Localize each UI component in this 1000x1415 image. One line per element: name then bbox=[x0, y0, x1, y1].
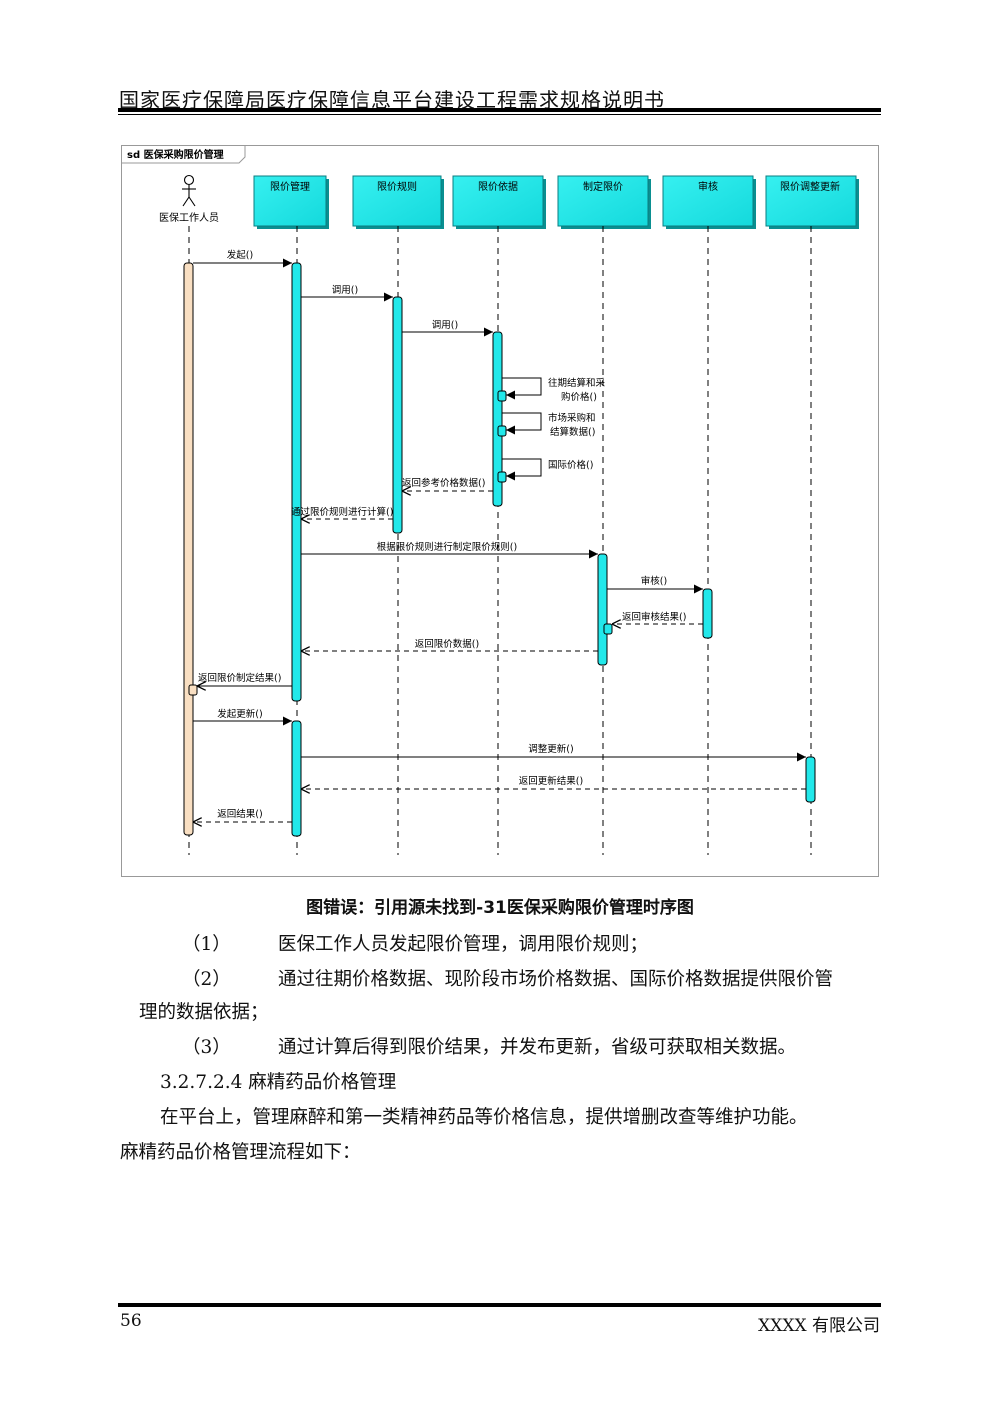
activation-limit-mgmt-2 bbox=[291, 720, 302, 837]
activation-limit-mgmt-1 bbox=[291, 262, 302, 702]
lifeline-box-limit-update: 限价调整更新 bbox=[765, 175, 859, 229]
svg-text:购价格(): 购价格() bbox=[561, 391, 597, 403]
self-activation bbox=[497, 390, 507, 402]
list-text: 通过计算后得到限价结果，并发布更新，省级可获取相关数据。 bbox=[278, 1037, 797, 1058]
self-activation bbox=[497, 471, 507, 483]
footer-company: XXXX 有限公司 bbox=[758, 1316, 880, 1336]
list-number: （3） bbox=[182, 1037, 231, 1058]
lifeline-box-set-limit: 制定限价 bbox=[557, 175, 651, 229]
svg-text:调整更新(): 调整更新() bbox=[528, 743, 573, 755]
activation-set-limit bbox=[597, 553, 608, 666]
svg-text:返回参考价格数据(): 返回参考价格数据() bbox=[402, 477, 485, 489]
message-call-rule: 调用() bbox=[301, 285, 393, 302]
lifeline-label: 限价管理 bbox=[270, 180, 310, 193]
svg-text:通过限价规则进行计算(): 通过限价规则进行计算() bbox=[291, 506, 393, 518]
diagram-frame bbox=[121, 145, 879, 877]
message-initiate-update: 发起更新() bbox=[193, 708, 292, 726]
svg-text:往期结算和采: 往期结算和采 bbox=[548, 377, 606, 389]
svg-text:返回更新结果(): 返回更新结果() bbox=[519, 775, 583, 787]
list-item-1: （1） 医保工作人员发起限价管理，调用限价规则； bbox=[182, 930, 648, 956]
actor-activation bbox=[183, 262, 194, 836]
lifeline-box-limit-rule: 限价规则 bbox=[352, 175, 444, 229]
list-number: （1） bbox=[182, 934, 231, 955]
figure-caption: 图错误：引用源未找到-31医保采购限价管理时序图 bbox=[306, 898, 694, 918]
actor-icon bbox=[182, 174, 196, 207]
paragraph-line-1: 在平台上，管理麻醉和第一类精神药品等价格信息，提供增删改查等维护功能。 bbox=[160, 1107, 808, 1128]
return-activation bbox=[603, 623, 613, 635]
lifeline-label: 限价规则 bbox=[377, 180, 417, 193]
lifeline-label: 限价依据 bbox=[478, 180, 518, 193]
return-reference-data: 返回参考价格数据() bbox=[402, 477, 493, 491]
message-initiate: 发起() bbox=[193, 249, 292, 268]
message-adjust-update: 调整更新() bbox=[301, 743, 806, 762]
sequence-diagram: sd 医保采购限价管理 医保工作人员 限价管理 限价规则 限价依据 制定限价 审… bbox=[121, 145, 879, 877]
message-review: 审核() bbox=[607, 575, 703, 594]
list-item-3: （3） 通过计算后得到限价结果，并发布更新，省级可获取相关数据。 bbox=[182, 1033, 796, 1059]
svg-text:根据限价规则进行制定限价规则(): 根据限价规则进行制定限价规则() bbox=[377, 541, 517, 553]
activation-limit-basis bbox=[492, 331, 503, 507]
svg-text:调用(): 调用() bbox=[332, 285, 358, 296]
lifeline-label: 限价调整更新 bbox=[780, 180, 840, 193]
svg-text:返回限价数据(): 返回限价数据() bbox=[415, 638, 479, 650]
return-final-result: 返回结果() bbox=[193, 808, 292, 822]
svg-text:发起(): 发起() bbox=[227, 249, 253, 261]
lifeline-box-limit-basis: 限价依据 bbox=[452, 175, 546, 229]
self-message-market-data: 市场采购和 结算数据() bbox=[502, 412, 596, 438]
svg-text:国际价格(): 国际价格() bbox=[548, 459, 593, 471]
svg-text:返回审核结果(): 返回审核结果() bbox=[622, 611, 686, 623]
self-activation bbox=[497, 425, 507, 437]
list-item-2-continued: 理的数据依据； bbox=[139, 1002, 269, 1023]
paragraph-line-2: 麻精药品价格管理流程如下： bbox=[120, 1142, 361, 1163]
list-number: （2） bbox=[182, 969, 231, 990]
svg-text:返回限价制定结果(): 返回限价制定结果() bbox=[198, 672, 281, 684]
header-rule-thin bbox=[118, 114, 881, 115]
lifeline-label: 制定限价 bbox=[583, 180, 623, 193]
frame-label: sd 医保采购限价管理 bbox=[127, 148, 224, 161]
list-text: 通过往期价格数据、现阶段市场价格数据、国际价格数据提供限价管 bbox=[278, 969, 834, 990]
return-limit-result: 返回限价制定结果() bbox=[197, 672, 292, 686]
svg-text:结算数据(): 结算数据() bbox=[550, 426, 595, 438]
return-rule-calc: 通过限价规则进行计算() bbox=[291, 506, 393, 519]
return-review-result: 返回审核结果() bbox=[612, 611, 703, 624]
svg-text:发起更新(): 发起更新() bbox=[217, 708, 262, 720]
header-rule-thick bbox=[118, 108, 881, 112]
svg-text:调用(): 调用() bbox=[432, 320, 458, 331]
actor-label: 医保工作人员 bbox=[159, 211, 219, 224]
footer-rule bbox=[118, 1303, 881, 1307]
return-activation bbox=[188, 684, 198, 696]
svg-text:市场采购和: 市场采购和 bbox=[548, 412, 596, 424]
return-update-result: 返回更新结果() bbox=[301, 775, 806, 789]
page-number: 56 bbox=[120, 1311, 142, 1331]
lifeline-label: 审核 bbox=[698, 180, 718, 193]
activation-review bbox=[702, 588, 713, 639]
svg-text:返回结果(): 返回结果() bbox=[217, 808, 262, 820]
self-message-intl-price: 国际价格() bbox=[502, 458, 593, 481]
list-item-2: （2） 通过往期价格数据、现阶段市场价格数据、国际价格数据提供限价管 bbox=[182, 965, 833, 991]
message-set-limit: 根据限价规则进行制定限价规则() bbox=[301, 541, 598, 559]
activation-limit-rule bbox=[392, 296, 403, 534]
svg-text:审核(): 审核() bbox=[641, 575, 667, 587]
section-heading: 3.2.7.2.4 麻精药品价格管理 bbox=[160, 1072, 397, 1093]
message-call-basis: 调用() bbox=[402, 320, 493, 337]
self-message-past-prices: 往期结算和采 购价格() bbox=[502, 377, 606, 403]
lifeline-box-limit-mgmt: 限价管理 bbox=[253, 175, 329, 229]
lifeline-box-review: 审核 bbox=[662, 175, 756, 229]
frame-tab bbox=[121, 145, 246, 164]
list-text: 医保工作人员发起限价管理，调用限价规则； bbox=[278, 934, 649, 955]
return-limit-data: 返回限价数据() bbox=[301, 638, 598, 651]
activation-limit-update bbox=[805, 756, 816, 803]
